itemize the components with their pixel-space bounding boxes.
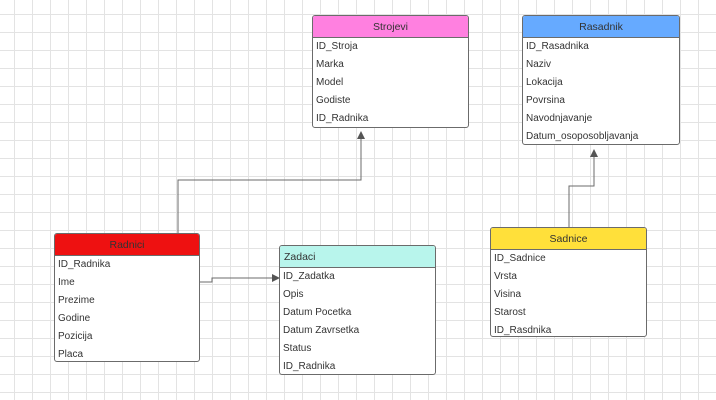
entity-field[interactable]: ID_Rasdnika (494, 325, 552, 336)
entity-zadaci-title: Zadaci (280, 246, 435, 268)
entity-field[interactable]: Visina (494, 289, 522, 300)
entity-strojevi-fields: ID_Stroja Marka Model Godiste ID_Radnika (313, 38, 468, 127)
entity-sadnice[interactable]: Sadnice ID_Sadnice Vrsta Visina Starost … (490, 227, 647, 337)
entity-field[interactable]: Vrsta (494, 271, 517, 282)
entity-rasadnik[interactable]: Rasadnik ID_Rasadnika Naziv Lokacija Pov… (522, 15, 680, 145)
entity-field[interactable]: Pozicija (58, 331, 93, 342)
entity-field[interactable]: ID_Sadnice (494, 253, 546, 264)
entity-sadnice-fields: ID_Sadnice Vrsta Visina Starost ID_Rasdn… (491, 250, 646, 336)
entity-field[interactable]: Prezime (58, 295, 95, 306)
entity-field[interactable]: Opis (283, 289, 304, 300)
entity-field[interactable]: Godine (58, 313, 91, 324)
entity-field[interactable]: Datum Zavrsetka (283, 325, 360, 336)
entity-zadaci-fields: ID_Zadatka Opis Datum Pocetka Datum Zavr… (280, 268, 435, 374)
entity-field[interactable]: ID_Stroja (316, 41, 358, 52)
connector-radnici-zadaci[interactable] (200, 274, 280, 283)
entity-field[interactable]: Naziv (526, 59, 552, 70)
entity-field[interactable]: ID_Zadatka (283, 271, 335, 282)
entity-field[interactable]: Datum_osoposobljavanja (526, 131, 639, 142)
entity-field[interactable]: Datum Pocetka (283, 307, 352, 318)
entity-field[interactable]: Starost (494, 307, 526, 318)
entity-field[interactable]: Ime (58, 277, 75, 288)
entity-field[interactable]: Status (283, 343, 312, 354)
entity-strojevi-title: Strojevi (313, 16, 468, 38)
entity-zadaci[interactable]: Zadaci ID_Zadatka Opis Datum Pocetka Dat… (279, 245, 436, 375)
entity-strojevi[interactable]: Strojevi ID_Stroja Marka Model Godiste I… (312, 15, 469, 128)
entity-field[interactable]: Placa (58, 349, 84, 360)
entity-field[interactable]: Navodnjavanje (526, 113, 593, 124)
entity-field[interactable]: Model (316, 77, 344, 88)
entity-field[interactable]: Lokacija (526, 77, 563, 88)
entity-field[interactable]: ID_Radnika (58, 259, 111, 270)
connector-radnici-strojevi[interactable] (177, 131, 365, 233)
entity-sadnice-title: Sadnice (491, 228, 646, 250)
entity-field[interactable]: ID_Radnika (316, 113, 369, 124)
connector-sadnice-rasadnik[interactable] (568, 149, 598, 227)
entity-field[interactable]: Godiste (316, 95, 351, 106)
entity-field[interactable]: Povrsina (526, 95, 565, 106)
entity-field[interactable]: Marka (316, 59, 344, 70)
entity-radnici[interactable]: Radnici ID_Radnika Ime Prezime Godine Po… (54, 233, 200, 362)
entity-field[interactable]: ID_Rasadnika (526, 41, 589, 52)
entity-radnici-fields: ID_Radnika Ime Prezime Godine Pozicija P… (55, 256, 199, 361)
entity-radnici-title: Radnici (55, 234, 199, 256)
entity-rasadnik-fields: ID_Rasadnika Naziv Lokacija Povrsina Nav… (523, 38, 679, 144)
entity-rasadnik-title: Rasadnik (523, 16, 679, 38)
entity-field[interactable]: ID_Radnika (283, 361, 336, 372)
